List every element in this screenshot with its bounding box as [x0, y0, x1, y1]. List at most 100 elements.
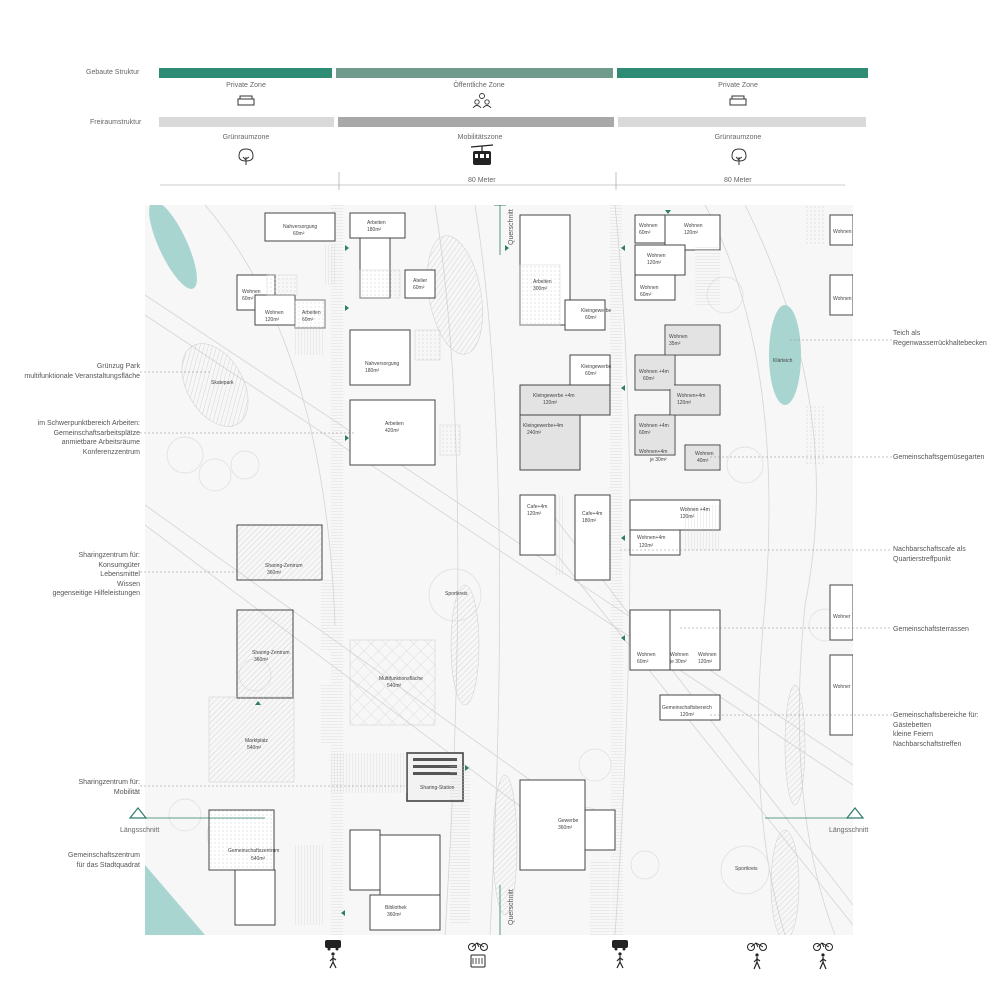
dimension-line	[160, 172, 845, 190]
label-nahversorgung: Nahversorgung	[365, 361, 399, 367]
label-wohnen: Wohnen+4m	[677, 393, 705, 399]
svg-text:120m²: 120m²	[680, 514, 695, 520]
svg-text:60m²: 60m²	[242, 296, 254, 302]
svg-text:300m²: 300m²	[533, 286, 548, 292]
label-wohnen: Wohnen	[833, 229, 852, 235]
svg-text:60m²: 60m²	[413, 285, 425, 291]
svg-text:540m²: 540m²	[251, 856, 266, 862]
svg-text:60m²: 60m²	[293, 231, 305, 237]
label-wohnen: Wohnen+4m	[637, 535, 665, 541]
label-nahversorgung: Nahversorgung	[283, 224, 317, 230]
dimension-label: 80 Meter	[468, 177, 496, 184]
annotation-leader-lines-right	[620, 339, 892, 716]
bar-public	[336, 68, 613, 78]
annotation-gemeinschaftszentrum: Gemeinschaftszentrum für das Stadtquadra…	[68, 852, 140, 869]
label-cafe: Cafe+4m	[527, 504, 547, 510]
label-wohnen: Wohnen	[637, 652, 656, 658]
svg-text:60m²: 60m²	[585, 315, 597, 321]
bike-pedestrian-icon	[747, 942, 767, 970]
label-wohnen: Wohnen	[695, 451, 714, 457]
bar-green-right	[618, 117, 866, 127]
label-wohnen: Wohnen+4m	[639, 449, 667, 455]
label-kleingewerbe: Kleingewerbe	[581, 364, 612, 370]
label-wohnen: Wohnen +4m	[639, 369, 669, 375]
row-label-built: Gebaute Struktur	[86, 69, 140, 76]
label-gewerbe: Gewerbe	[558, 818, 579, 824]
car-pedestrian-icon	[612, 940, 628, 969]
label-wohnen: Wohnen	[639, 223, 658, 229]
label-bibliothek: Bibliothek	[385, 905, 407, 911]
svg-text:60m²: 60m²	[637, 659, 649, 665]
svg-text:540m²: 540m²	[387, 683, 402, 689]
svg-text:360m²: 360m²	[387, 912, 402, 918]
label-arbeiten: Arbeiten	[533, 279, 552, 285]
tree-icon	[238, 148, 254, 165]
label-cafe: Cafe+4m	[582, 511, 602, 517]
cable-car-icon	[470, 144, 494, 165]
section-marker-icon	[845, 807, 865, 819]
annotation-terrassen: Gemeinschaftsterrassen	[893, 626, 969, 633]
svg-text:120m²: 120m²	[684, 230, 699, 236]
bar-private-left	[159, 68, 332, 78]
annotation-leader-lines-left	[140, 371, 405, 787]
label-sharing-zentrum: Sharing-Zentrum	[265, 563, 303, 569]
label-sportkreis: Sportkreis	[445, 591, 468, 597]
bike-pedestrian-icon	[813, 942, 833, 970]
svg-text:180m²: 180m²	[365, 368, 380, 374]
svg-text:120m²: 120m²	[543, 400, 558, 406]
label-marktplatz: Marktplatz	[245, 738, 269, 744]
annotation-gemeinschaftsbereiche: Gemeinschaftsbereiche für: Gästebetten k…	[893, 712, 979, 748]
svg-text:120m²: 120m²	[639, 543, 654, 549]
label-wohnen: Wohnen	[647, 253, 666, 259]
svg-text:60m²: 60m²	[639, 230, 651, 236]
label-querschnitt-top: Querschnitt	[508, 209, 515, 245]
label-wohnen: Wohnen	[265, 310, 284, 316]
dimension-label: 80 Meter	[724, 177, 752, 184]
svg-text:240m²: 240m²	[527, 430, 542, 436]
svg-text:180m²: 180m²	[582, 518, 597, 524]
zone-private-right: Private Zone	[718, 82, 758, 89]
annotation-sharing-konsum: Sharingzentrum für: Konsumgüter Lebensmi…	[52, 552, 140, 597]
zone-private-left: Private Zone	[226, 82, 266, 89]
label-wohnen: Wohnen	[640, 285, 659, 291]
bar-private-right	[617, 68, 868, 78]
label-gemeinschaftszentrum: Gemeinschaftszentrum	[228, 848, 279, 854]
label-wohnen: Wohnen	[684, 223, 703, 229]
label-sharing-zentrum: Sharing-Zentrum	[252, 650, 290, 656]
annotation-arbeiten: im Schwerpunktbereich Arbeiten: Gemeinsc…	[37, 420, 140, 456]
label-querschnitt-bottom: Querschnitt	[508, 889, 515, 925]
svg-text:je 30m²: je 30m²	[669, 659, 687, 665]
tree-icon	[731, 148, 747, 165]
label-wohnen: Wohnen +4m	[639, 423, 669, 429]
label-kleingewerbe: Kleingewerbe +4m	[533, 393, 575, 399]
svg-text:120m²: 120m²	[677, 400, 692, 406]
label-arbeiten: Arbeiten	[302, 310, 321, 316]
svg-text:120m²: 120m²	[265, 317, 280, 323]
annotation-teich: Teich als Regenwasserrückhaltebecken	[893, 330, 987, 347]
label-wohnen: Wohner	[833, 614, 851, 620]
annotation-gruenzug: Grünzug Park multifunktionale Veranstalt…	[24, 363, 140, 380]
svg-text:je 30m²: je 30m²	[649, 457, 667, 463]
svg-text:120m²: 120m²	[698, 659, 713, 665]
svg-text:120m²: 120m²	[527, 511, 542, 517]
label-klaerteich: Klärteich	[773, 358, 793, 364]
svg-text:360m²: 360m²	[267, 570, 282, 576]
label-wohnen: Wohnen	[669, 334, 688, 340]
section-marker-icon	[128, 807, 148, 819]
svg-text:360m²: 360m²	[558, 825, 573, 831]
svg-text:60m²: 60m²	[643, 376, 655, 382]
label-wohnen: Wohnen +4m	[680, 507, 710, 513]
bar-green-left	[159, 117, 334, 127]
label-wohnen: Wohnen	[242, 289, 261, 295]
label-laengsschnitt-left: Längsschnitt	[120, 827, 160, 834]
site-plan: Nahversorgung 60m² Arbeiten 180m² Atelie…	[145, 205, 853, 935]
svg-text:540m²: 540m²	[247, 745, 262, 751]
label-sportkreis: Sportkreis	[735, 866, 758, 872]
people-group-icon	[472, 93, 492, 108]
svg-text:60m²: 60m²	[302, 317, 314, 323]
bike-bus-icon	[468, 942, 488, 968]
annotation-gemuesegarten: Gemeinschaftsgemüsegarten	[893, 454, 985, 461]
label-sharing-station: Sharing-Station	[420, 785, 455, 791]
label-wohnen: Wohnen	[833, 296, 852, 302]
svg-text:360m²: 360m²	[254, 657, 269, 663]
